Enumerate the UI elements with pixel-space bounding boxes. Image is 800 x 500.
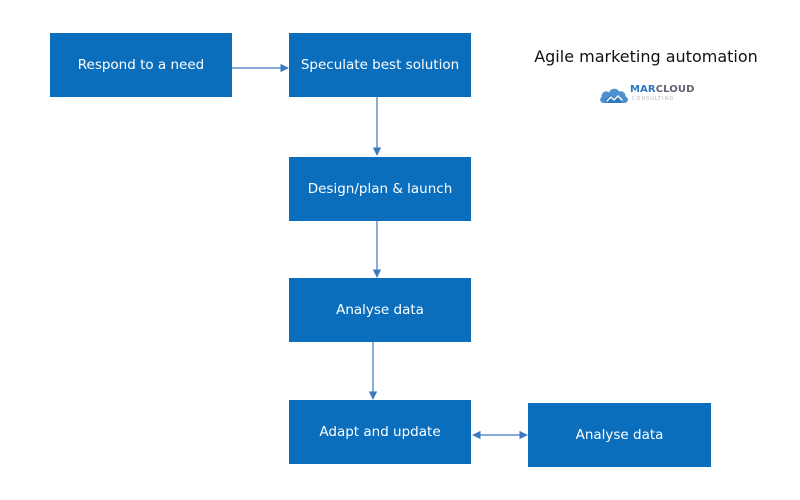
node-label: Adapt and update — [319, 423, 441, 440]
node-analyse-data-main: Analyse data — [289, 278, 471, 342]
node-label: Speculate best solution — [300, 56, 460, 73]
logo-word-secondary: CLOUD — [655, 84, 695, 95]
node-label: Analyse data — [336, 301, 424, 318]
logo-word-primary: MAR — [630, 84, 656, 95]
marcloud-logo: MARCLOUD CONSULTING — [598, 82, 694, 106]
node-label: Respond to a need — [77, 56, 205, 73]
node-label: Analyse data — [575, 426, 664, 443]
node-analyse-data-side: Analyse data — [528, 403, 711, 467]
cloud-icon — [600, 88, 628, 103]
node-respond-to-need: Respond to a need — [50, 33, 232, 97]
node-design-plan-launch: Design/plan & launch — [289, 157, 471, 221]
logo-subtitle: CONSULTING — [632, 96, 675, 102]
node-speculate-solution: Speculate best solution — [289, 33, 471, 97]
diagram-title: Agile marketing automation — [534, 47, 758, 66]
node-adapt-update: Adapt and update — [289, 400, 471, 464]
node-label: Design/plan & launch — [307, 180, 453, 197]
logo-wordmark: MARCLOUD — [630, 84, 694, 95]
